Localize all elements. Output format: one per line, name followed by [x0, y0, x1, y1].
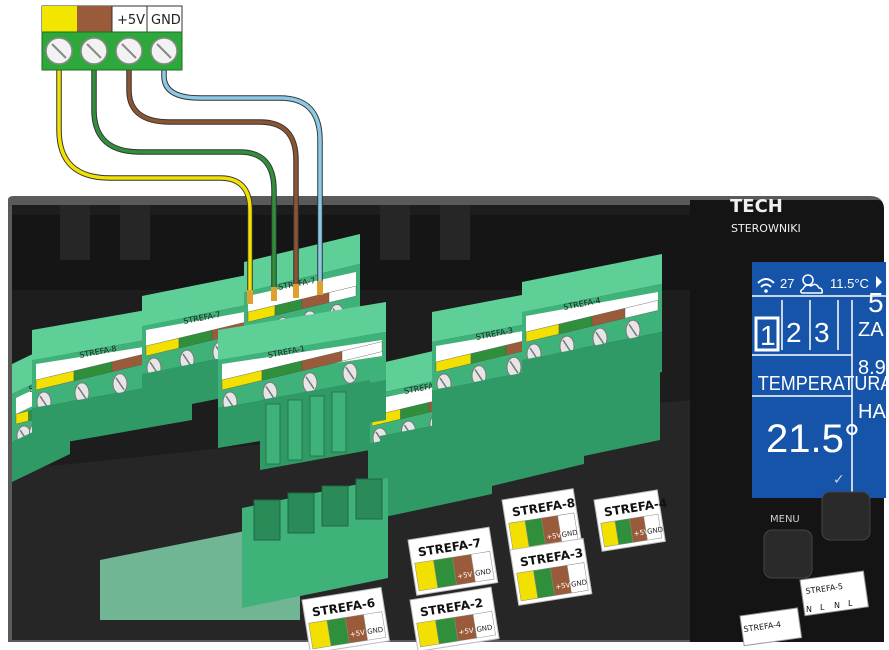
wire-yellow	[57, 62, 252, 302]
empty-socket	[242, 478, 388, 608]
label-gnd: GND	[647, 526, 664, 536]
right-label-1: ZA	[858, 319, 884, 341]
zone-1: 1	[760, 320, 776, 351]
down-button[interactable]	[821, 491, 871, 541]
screw-icon	[115, 37, 143, 65]
terminal-cell-yellow	[42, 6, 77, 32]
brand-subtitle: STEROWNIKI	[731, 222, 801, 235]
temperature-label: TEMPERATURA	[758, 373, 889, 395]
zone-3: 3	[814, 317, 830, 348]
screw-icon	[592, 327, 608, 349]
terminal-cell-brown	[77, 6, 112, 32]
wire-tip	[317, 281, 323, 295]
socket	[492, 384, 584, 486]
svg-text:N: N	[806, 605, 812, 614]
svg-text:L: L	[820, 603, 825, 612]
menu-button[interactable]	[763, 529, 813, 579]
label-gnd: GND	[367, 626, 384, 636]
terminal-label-5v: +5V	[117, 13, 145, 28]
terminal-label-gnd: GND	[151, 13, 181, 28]
ridge	[120, 205, 150, 260]
ridge	[60, 205, 90, 260]
wire-blue	[162, 62, 322, 290]
wifi-icon	[757, 278, 775, 293]
down-label: ✓	[833, 472, 845, 488]
brand-logo: TECH	[730, 196, 783, 217]
ridge	[440, 205, 470, 260]
right-label-2: 8.9	[858, 357, 886, 379]
menu-label: MENU	[770, 514, 800, 525]
lcd-screen	[752, 262, 886, 498]
setpoint: 11.5°C	[830, 276, 869, 291]
arrow-right-icon	[876, 276, 882, 288]
label-gnd: GND	[571, 578, 588, 588]
socket	[584, 370, 660, 456]
svg-text:N: N	[834, 601, 840, 610]
right-label-3: HA	[858, 401, 886, 423]
plugged-connector-strefa-1: STREFA-1	[218, 302, 386, 470]
temperature-value: 21.5°	[766, 417, 860, 461]
wire-brown	[127, 62, 298, 294]
screw-icon	[150, 37, 178, 65]
zone-2: 2	[786, 317, 802, 348]
wire-tip	[247, 290, 253, 304]
rear-connectors: STREFA-5STREFA-8STREFA-7STREFA-7STREFA-2…	[12, 234, 662, 608]
label-5v: +5V	[633, 528, 649, 538]
terminal-cell-gnd	[146, 5, 183, 33]
wire-tip	[293, 284, 299, 298]
label-5v: +5V	[458, 626, 474, 636]
label-gnd: GND	[476, 624, 493, 634]
screw-icon	[80, 37, 108, 65]
label-5v: +5V	[349, 629, 365, 639]
label-5v: +5V	[457, 570, 473, 580]
screw-icon	[112, 373, 128, 395]
outdoor-temp: 27	[780, 276, 794, 291]
wire-green	[92, 62, 276, 298]
label-gnd: GND	[561, 529, 578, 539]
socket	[380, 414, 492, 518]
terminal-block: +5V GND	[41, 5, 183, 71]
screw-icon	[342, 362, 358, 384]
zone-5: 5	[868, 287, 884, 318]
screw-icon	[45, 37, 73, 65]
zone-box-1	[754, 316, 780, 352]
label-5v: +5V	[555, 581, 571, 591]
screw-icon	[262, 381, 278, 403]
svg-text:L: L	[848, 599, 853, 608]
ridge	[380, 205, 410, 260]
wire-tip	[271, 287, 277, 301]
wires	[56, 61, 323, 304]
label-gnd: GND	[475, 567, 492, 577]
controller-panel: TECH STEROWNIKI 27 11.5°C 1 2 3 5 TEMPER…	[730, 196, 889, 579]
connector-strefa-4: STREFA-4	[522, 254, 662, 400]
sun-cloud-icon	[799, 274, 823, 294]
screw-icon	[302, 372, 318, 394]
label-5v: +5V	[546, 531, 562, 541]
